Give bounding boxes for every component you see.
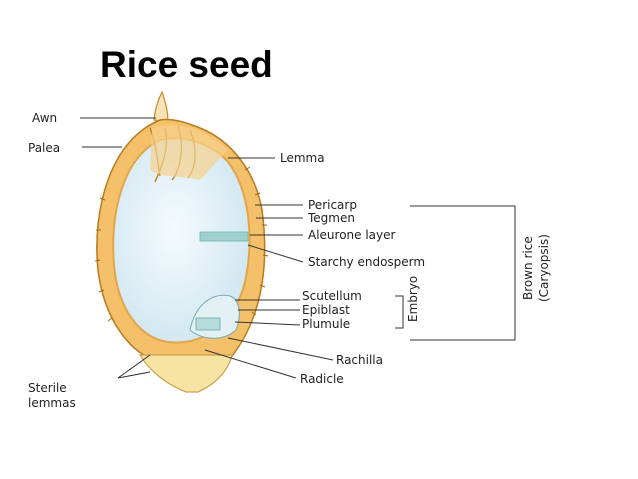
awn-shape bbox=[153, 90, 169, 123]
label-aleurone-layer: Aleurone layer bbox=[308, 228, 396, 242]
label-pericarp: Pericarp bbox=[308, 198, 357, 212]
label-brown-rice: Brown rice bbox=[521, 236, 535, 300]
label-lemma: Lemma bbox=[280, 151, 325, 165]
leader-lines bbox=[80, 117, 334, 379]
label-awn: Awn bbox=[32, 111, 57, 125]
label-plumule: Plumule bbox=[302, 317, 350, 331]
label-starchy-endosperm: Starchy endosperm bbox=[308, 255, 425, 269]
page-title: Rice seed bbox=[100, 44, 273, 85]
label-lemmas: lemmas bbox=[28, 396, 76, 410]
aleurone-patch bbox=[199, 231, 249, 242]
brown-rice-bracket bbox=[410, 205, 516, 341]
label-scutellum: Scutellum bbox=[302, 289, 362, 303]
label-sterile: Sterile bbox=[28, 381, 67, 395]
label-rachilla: Rachilla bbox=[336, 353, 383, 367]
embryo-bracket bbox=[395, 295, 404, 329]
label-radicle: Radicle bbox=[300, 372, 344, 386]
label-epiblast: Epiblast bbox=[302, 303, 350, 317]
label-embryo: Embryo bbox=[406, 276, 420, 322]
label-palea: Palea bbox=[28, 141, 60, 155]
label-caryopsis: (Caryopsis) bbox=[537, 234, 551, 302]
sterile-lemmas-shape bbox=[138, 354, 233, 393]
husk-bristles bbox=[94, 166, 269, 322]
label-tegmen: Tegmen bbox=[307, 211, 355, 225]
embryo-detail bbox=[195, 317, 221, 331]
